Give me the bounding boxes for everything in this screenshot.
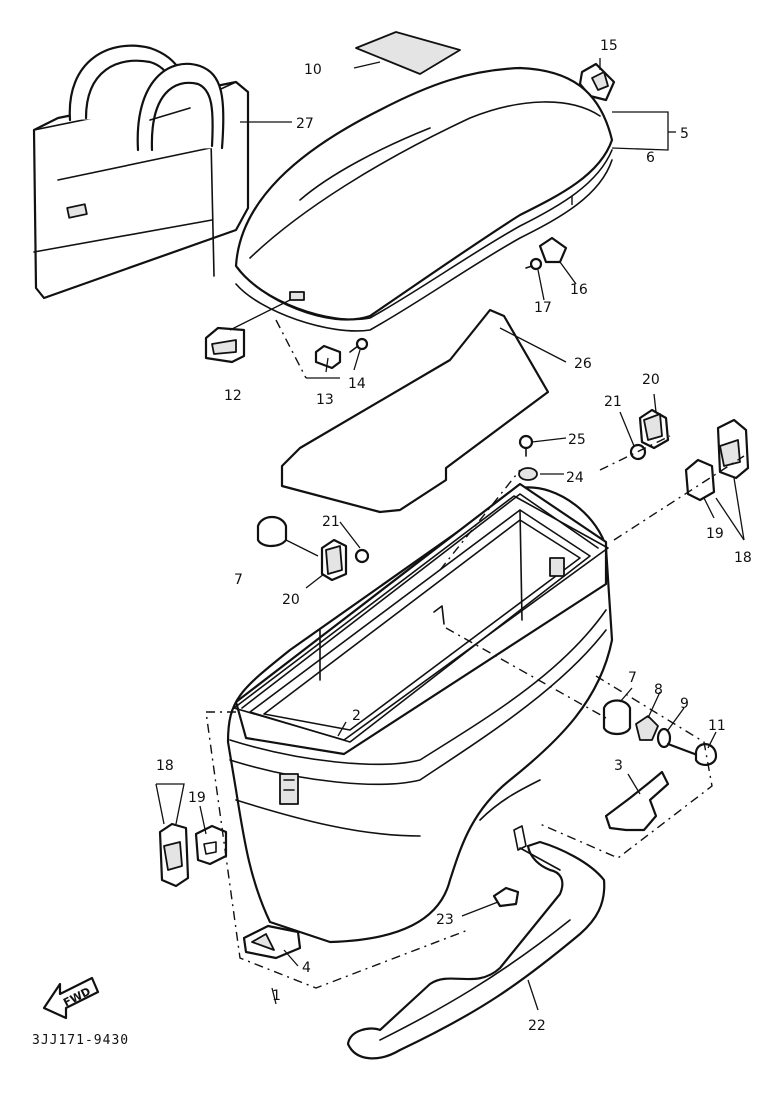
lower-cushion: [354, 548, 370, 564]
travel-bag: [32, 44, 250, 300]
label-plate: [355, 31, 461, 75]
top-lid: [234, 66, 614, 332]
foot-block: [242, 924, 302, 960]
assembly-outline-hinge: [439, 435, 671, 719]
assembly-outline-lid: [275, 196, 573, 379]
callout-5: 5: [680, 126, 689, 142]
assembly-outline-lower: [205, 711, 469, 989]
callout-18a: 18: [734, 550, 752, 566]
callout-20a: 20: [642, 372, 660, 388]
callout-2: 2: [352, 708, 361, 724]
washer: [656, 727, 672, 749]
callout-10: 10: [304, 62, 322, 78]
callout-18b: 18: [156, 758, 174, 774]
callout-3: 3: [614, 758, 623, 774]
mounting-bolt: [666, 742, 718, 766]
inner-liner-mat: [280, 308, 550, 514]
lower-hinge-bracket: [320, 538, 348, 582]
left-bumper: [256, 515, 288, 548]
callout-17: 17: [534, 300, 552, 316]
grab-rail: [346, 840, 606, 1060]
hinge-plate: [314, 344, 342, 370]
callout-22: 22: [528, 1018, 546, 1034]
callout-23: 23: [436, 912, 454, 928]
callout-6: 6: [646, 150, 655, 166]
callout-19a: 19: [706, 526, 724, 542]
forward-direction-arrow: FWD: [42, 976, 100, 1020]
callout-7a: 7: [234, 572, 243, 588]
assembly-outline-right: [539, 455, 745, 859]
upper-hinge-bracket: [638, 408, 670, 450]
rail-bracket: [492, 886, 520, 908]
callout-9: 9: [680, 696, 689, 712]
mounting-bracket: [604, 770, 670, 832]
lid-gasket: [233, 495, 609, 741]
leader-lines: [155, 58, 745, 1011]
hinge-screw: [349, 337, 369, 353]
main-case: [226, 482, 614, 944]
callout-19b: 19: [188, 790, 206, 806]
callout-26: 26: [574, 356, 592, 372]
rail-tab: [513, 825, 527, 851]
diagram-code: 3JJ171-9430: [32, 1033, 129, 1048]
callout-12: 12: [224, 388, 242, 404]
grommet-screw: [518, 434, 534, 457]
callout-21b: 21: [322, 514, 340, 530]
callout-1: 1: [272, 988, 281, 1004]
callout-8: 8: [654, 682, 663, 698]
front-hinge-bracket: [204, 326, 246, 364]
callout-14: 14: [348, 376, 366, 392]
callout-21a: 21: [604, 394, 622, 410]
right-latch-assembly: [684, 418, 750, 502]
callout-25: 25: [568, 432, 586, 448]
callout-16: 16: [570, 282, 588, 298]
lid-hinge-bracket: [578, 62, 616, 102]
left-latch-assembly: [158, 822, 228, 888]
collar: [635, 715, 659, 741]
callout-20b: 20: [282, 592, 300, 608]
callout-labels: 10 15 5 6 27 16 17 26 12 13 14 20 21 25 …: [156, 38, 752, 1034]
right-bumper: [602, 699, 632, 736]
callout-11: 11: [708, 718, 726, 734]
callout-13: 13: [316, 392, 334, 408]
lid-hinge-plate: [538, 236, 568, 264]
callout-27: 27: [296, 116, 314, 132]
callout-24: 24: [566, 470, 584, 486]
callout-15: 15: [600, 38, 618, 54]
rubber-grommet: [518, 467, 538, 481]
lid-hinge-screw: [525, 257, 543, 271]
callout-4: 4: [302, 960, 311, 976]
callout-7b: 7: [628, 670, 637, 686]
